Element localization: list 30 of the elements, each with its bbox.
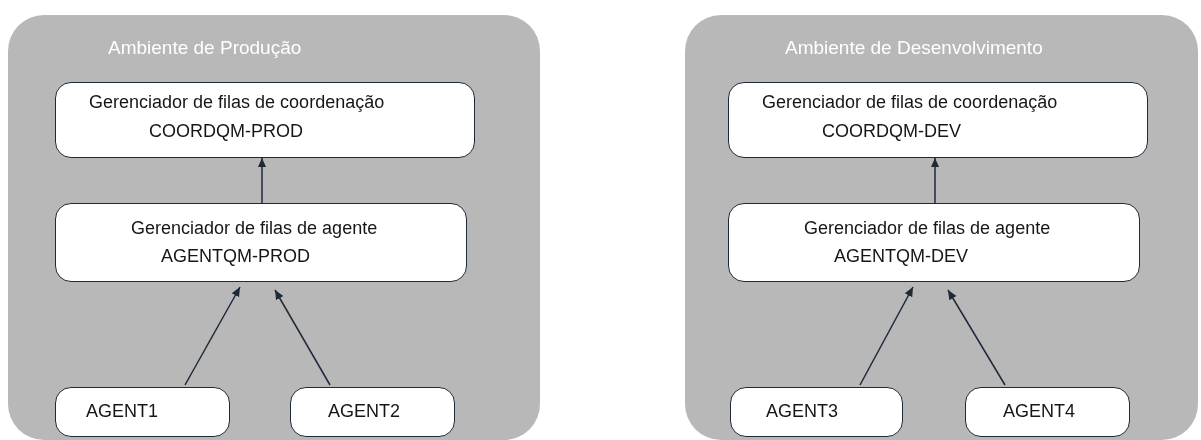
box-label: COORDQM-DEV	[822, 121, 961, 142]
process-box	[730, 387, 903, 437]
arrow	[274, 289, 331, 386]
process-box	[728, 203, 1140, 282]
panel-title: Ambiente de Produção	[108, 37, 302, 59]
process-box	[55, 387, 230, 437]
environment-panel	[8, 15, 540, 440]
process-box	[55, 82, 475, 158]
process-box	[965, 387, 1130, 437]
arrow	[859, 286, 914, 386]
arrow	[947, 289, 1006, 386]
box-label: Gerenciador de filas de agente	[131, 218, 378, 239]
box-label: AGENTQM-DEV	[834, 246, 968, 267]
process-box	[728, 82, 1148, 158]
arrow	[930, 157, 940, 204]
box-label: AGENT4	[1003, 401, 1076, 422]
process-box	[55, 203, 467, 282]
environment-panel	[685, 15, 1198, 440]
box-label: AGENT3	[766, 401, 839, 422]
box-label: COORDQM-PROD	[149, 121, 303, 142]
box-label: Gerenciador de filas de coordenação	[762, 92, 1058, 113]
box-label: AGENTQM-PROD	[161, 246, 310, 267]
box-label: Gerenciador de filas de coordenação	[89, 92, 385, 113]
box-label: AGENT2	[328, 401, 401, 422]
box-label: AGENT1	[86, 401, 159, 422]
arrow	[184, 286, 241, 386]
process-box	[290, 387, 455, 437]
arrow	[257, 157, 267, 204]
box-label: Gerenciador de filas de agente	[804, 218, 1051, 239]
panel-title: Ambiente de Desenvolvimento	[785, 37, 1043, 59]
